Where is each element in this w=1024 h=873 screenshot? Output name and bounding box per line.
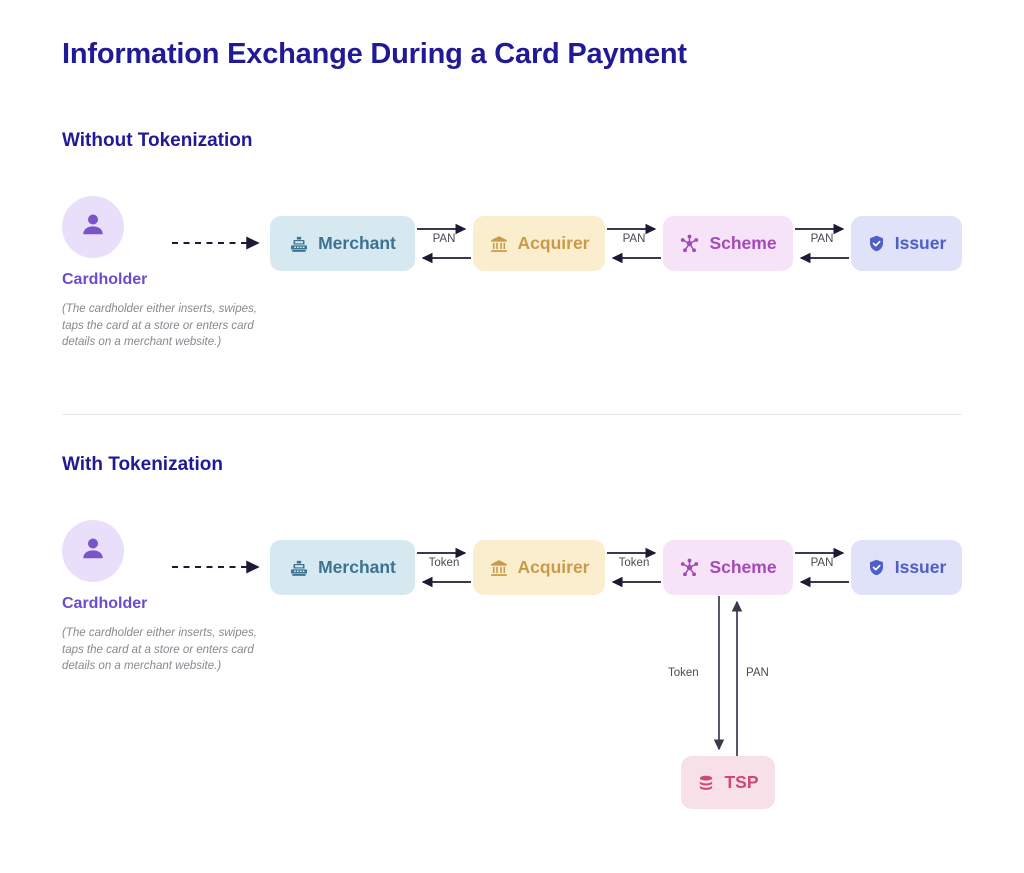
dashed-arrow-cardholder-to-merchant-row1: [170, 230, 270, 261]
page-title: Information Exchange During a Card Payme…: [62, 38, 687, 70]
bank-icon: [489, 234, 509, 254]
node-label: Acquirer: [517, 557, 590, 577]
node-label: Acquirer: [517, 233, 590, 253]
node-label: Scheme: [709, 557, 777, 577]
link-acquirer-scheme-row2: Token: [605, 540, 663, 595]
link-scheme-issuer-row2: PAN: [793, 540, 851, 595]
node-label: Issuer: [894, 233, 947, 253]
link-merchant-acquirer-row2: Token: [415, 540, 473, 595]
shield-check-icon: [867, 558, 886, 577]
link-label-pan-up: PAN: [746, 667, 769, 679]
node-merchant-row1[interactable]: Merchant: [270, 216, 415, 271]
node-acquirer-row1[interactable]: Acquirer: [473, 216, 605, 271]
cardholder-label: Cardholder: [62, 595, 148, 612]
node-label: Scheme: [709, 233, 777, 253]
node-merchant-row2[interactable]: Merchant: [270, 540, 415, 595]
node-scheme-row2[interactable]: Scheme: [663, 540, 793, 595]
person-icon: [78, 210, 108, 245]
cardholder-label: Cardholder: [62, 271, 148, 288]
cash-register-icon: [289, 558, 309, 578]
cardholder-avatar: [62, 196, 124, 258]
section-heading-without-tokenization: Without Tokenization: [62, 130, 253, 151]
section-heading-with-tokenization: With Tokenization: [62, 454, 223, 475]
link-label: PAN: [432, 233, 456, 245]
node-label: Merchant: [318, 557, 396, 577]
link-label: Token: [428, 557, 460, 569]
node-label: TSP: [724, 772, 759, 792]
cardholder-group-row2: Cardholder (The cardholder either insert…: [62, 520, 272, 675]
link-label: PAN: [810, 233, 834, 245]
link-scheme-issuer-row1: PAN: [793, 216, 851, 271]
section-divider: [62, 414, 962, 415]
node-scheme-row1[interactable]: Scheme: [663, 216, 793, 271]
cash-register-icon: [289, 234, 309, 254]
node-tsp-row2[interactable]: TSP: [681, 756, 775, 809]
cardholder-avatar: [62, 520, 124, 582]
node-label: Issuer: [894, 557, 947, 577]
link-label: PAN: [810, 557, 834, 569]
shield-check-icon: [867, 234, 886, 253]
cardholder-caption: (The cardholder either inserts, swipes, …: [62, 303, 257, 349]
database-icon: [697, 774, 715, 792]
bank-icon: [489, 558, 509, 578]
person-icon: [78, 534, 108, 569]
network-hub-icon: [679, 557, 700, 578]
node-label: Merchant: [318, 233, 396, 253]
node-acquirer-row2[interactable]: Acquirer: [473, 540, 605, 595]
dashed-arrow-cardholder-to-merchant-row2: [170, 554, 270, 585]
link-merchant-acquirer-row1: PAN: [415, 216, 473, 271]
node-issuer-row2[interactable]: Issuer: [851, 540, 962, 595]
node-issuer-row1[interactable]: Issuer: [851, 216, 962, 271]
cardholder-caption: (The cardholder either inserts, swipes, …: [62, 627, 257, 673]
network-hub-icon: [679, 233, 700, 254]
link-label-token-down: Token: [668, 667, 699, 679]
link-label: Token: [618, 557, 650, 569]
link-acquirer-scheme-row1: PAN: [605, 216, 663, 271]
link-label: PAN: [622, 233, 646, 245]
cardholder-group-row1: Cardholder (The cardholder either insert…: [62, 196, 272, 351]
link-scheme-tsp-vertical: [705, 594, 755, 764]
